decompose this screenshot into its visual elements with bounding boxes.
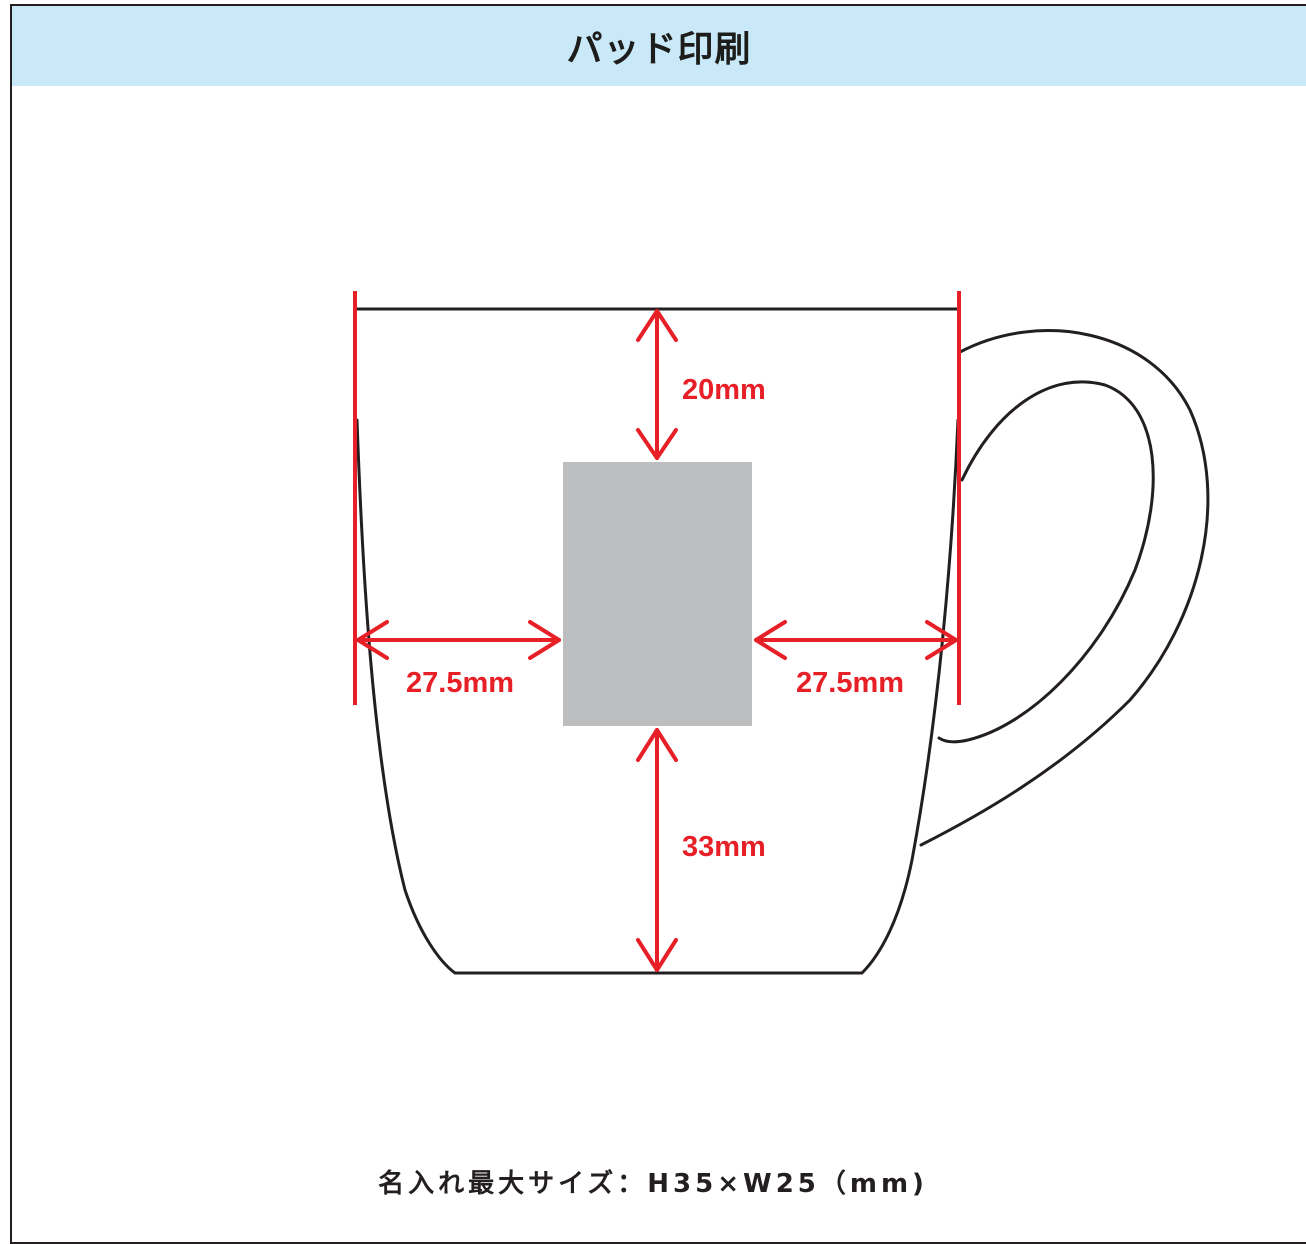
bottom-margin-label: 33mm	[682, 831, 766, 863]
page-title: パッド印刷	[566, 29, 752, 70]
right-dimension-arrow	[754, 620, 958, 660]
top-margin-label: 20mm	[682, 374, 766, 406]
mug-handle-inner-outline	[937, 380, 1155, 744]
bottom-dimension-arrow	[636, 728, 678, 972]
top-dimension-arrow	[636, 309, 678, 460]
mug-handle-outline	[919, 329, 1210, 847]
max-size-caption: 名入れ最大サイズ：H35×W25（mm)	[378, 1169, 928, 1199]
print-area	[563, 462, 752, 726]
right-margin-label: 27.5mm	[796, 667, 904, 699]
left-margin-label: 27.5mm	[406, 667, 514, 699]
left-dimension-arrow	[356, 620, 561, 660]
header-bar: パッド印刷	[12, 6, 1306, 86]
